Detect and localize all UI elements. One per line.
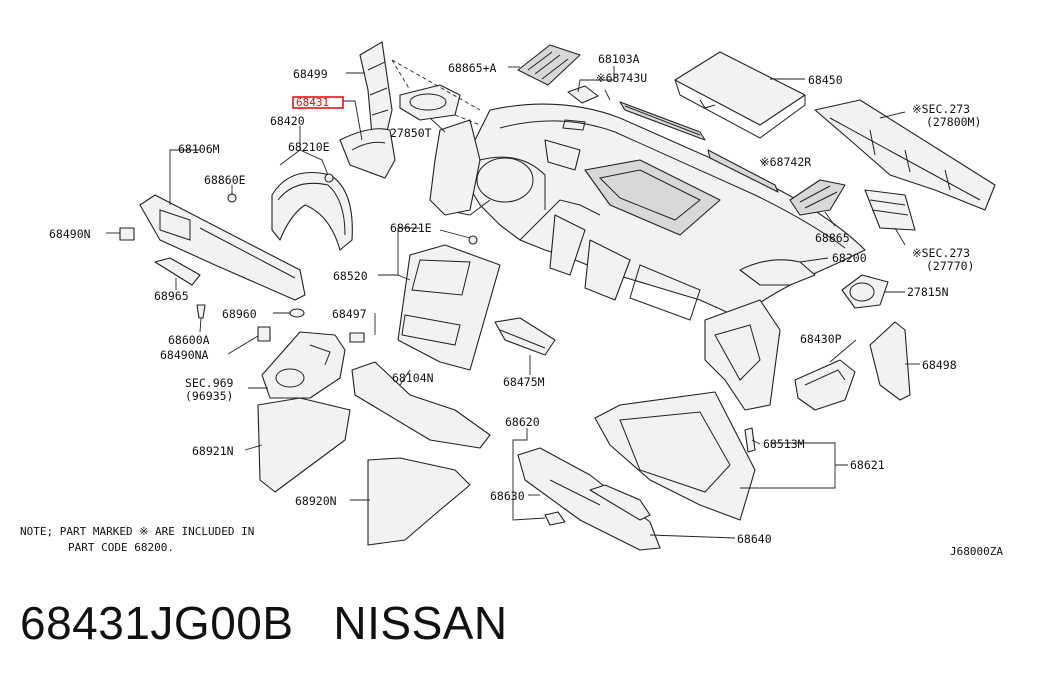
label-68499: 68499 xyxy=(293,67,328,81)
label-68960: 68960 xyxy=(222,307,257,321)
label-68420: 68420 xyxy=(270,114,305,128)
label-sec969-line1: SEC.969 xyxy=(185,376,234,390)
part-number-caption: 68431JG00B NISSAN xyxy=(20,597,508,649)
bracket-68499 xyxy=(359,41,393,141)
lower-cover-68920n xyxy=(367,457,471,546)
vent-27815n xyxy=(841,274,889,309)
label-68742r: ※68742R xyxy=(760,155,811,169)
clip-68490n xyxy=(119,227,135,241)
label-68640: 68640 xyxy=(737,532,772,546)
label-68513m: 68513M xyxy=(763,437,805,451)
glove-box-frame-68621 xyxy=(594,391,756,521)
defroster-grille-68742r xyxy=(707,149,779,193)
label-sec273-a-line1: ※SEC.273 xyxy=(912,102,970,116)
label-68200: 68200 xyxy=(832,251,867,265)
label-68490na: 68490NA xyxy=(160,348,209,362)
label-68520: 68520 xyxy=(333,269,368,283)
label-sec273-a-line2: (27800M) xyxy=(926,115,981,129)
duct-sec273-27770 xyxy=(864,189,916,231)
lid-68450 xyxy=(674,51,806,139)
label-27815n: 27815N xyxy=(907,285,949,299)
bracket-68104n xyxy=(351,361,491,449)
screw-68600a xyxy=(196,304,206,319)
label-68431: 68431 xyxy=(296,96,329,109)
label-68104n: 68104N xyxy=(392,371,434,385)
clip-68960 xyxy=(289,308,305,318)
label-68103a: 68103A xyxy=(598,52,640,66)
label-68865: 68865 xyxy=(815,231,850,245)
label-68630: 68630 xyxy=(490,489,525,503)
label-sec273-b-line1: ※SEC.273 xyxy=(912,246,970,260)
duct-sec273-27800m xyxy=(814,99,996,211)
label-68620: 68620 xyxy=(505,415,540,429)
side-cover-68498 xyxy=(869,321,911,401)
console-sec969 xyxy=(261,331,346,399)
dash-dotted-guides xyxy=(391,59,481,126)
lid-lock-68630 xyxy=(544,511,566,526)
label-68106m: 68106M xyxy=(178,142,220,156)
label-sec273-b-line2: (27770) xyxy=(926,259,974,273)
label-68865a: 68865+A xyxy=(448,61,497,75)
label-68498: 68498 xyxy=(922,358,957,372)
panel-68431-highlighted xyxy=(339,128,396,179)
label-68621e: 68621E xyxy=(390,221,432,235)
screw-68210e xyxy=(324,173,334,183)
bracket-68640 xyxy=(589,484,651,521)
diagram-code: J68000ZA xyxy=(950,545,1003,558)
glove-box-68620 xyxy=(517,447,661,551)
label-68450: 68450 xyxy=(808,73,843,87)
label-68600a: 68600A xyxy=(168,333,210,347)
clip-68490na xyxy=(257,326,271,342)
clip-68621e xyxy=(468,235,478,245)
label-27850t: 27850T xyxy=(390,126,432,140)
bezel-68420 xyxy=(271,171,353,251)
pocket-68475m xyxy=(494,317,556,356)
note-line-2: PART CODE 68200. xyxy=(68,541,174,554)
screw-68860e xyxy=(227,193,237,203)
note-line-1: NOTE; PART MARKED ※ ARE INCLUDED IN xyxy=(20,525,254,538)
label-68921n: 68921N xyxy=(192,444,234,458)
label-68621: 68621 xyxy=(850,458,885,472)
clip-68513m xyxy=(744,427,756,453)
panel-68106m xyxy=(139,194,306,301)
label-68965: 68965 xyxy=(154,289,189,303)
clip-68103a xyxy=(567,85,599,104)
side-panel-68921n xyxy=(257,397,351,493)
defroster-grille-68743u xyxy=(619,101,706,141)
cover-68430p xyxy=(794,359,856,411)
leader-lines xyxy=(106,66,920,539)
speaker-grille-68865a xyxy=(517,44,581,86)
label-68743u: ※68743U xyxy=(596,71,647,85)
label-68210e: 68210E xyxy=(288,140,330,154)
duct-27850t xyxy=(399,84,461,121)
label-68920n: 68920N xyxy=(295,494,337,508)
label-68430p: 68430P xyxy=(800,332,842,346)
bracket-68965 xyxy=(154,257,201,286)
console-finisher-68520 xyxy=(397,244,501,371)
instrument-panel-68200 xyxy=(429,103,866,411)
label-68490n: 68490N xyxy=(49,227,91,241)
clip-68497 xyxy=(349,332,365,343)
label-68475m: 68475M xyxy=(503,375,545,389)
part-labels: 68499 68865+A 68103A ※68743U 68450 68431… xyxy=(49,52,981,546)
label-68860e: 68860E xyxy=(204,173,246,187)
label-sec969-line2: (96935) xyxy=(185,389,233,403)
highlight-box-68431 xyxy=(292,96,344,109)
speaker-grille-68865 xyxy=(789,179,846,216)
label-68497: 68497 xyxy=(332,307,367,321)
